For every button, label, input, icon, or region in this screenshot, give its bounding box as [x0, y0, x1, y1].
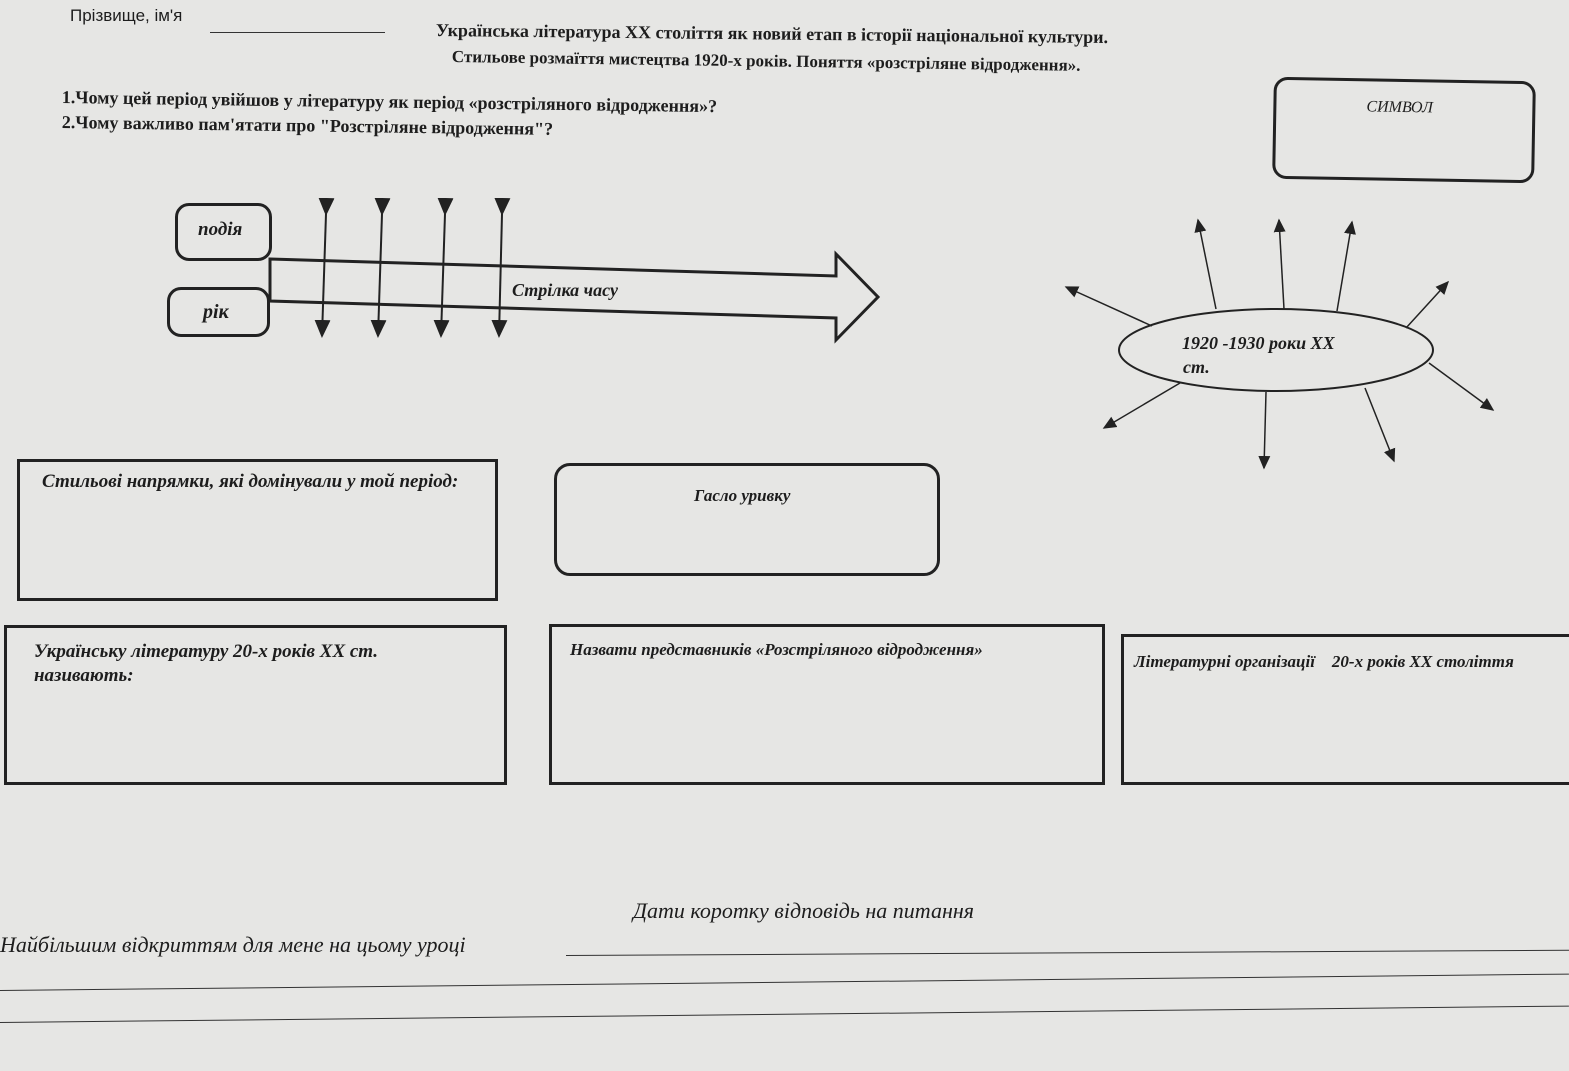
slogan-box: Гасло уривку [554, 463, 940, 576]
cluster-arrow-9 [1064, 286, 1153, 327]
cluster-center-line2: ст. [1183, 357, 1210, 377]
event-box: подія [175, 203, 272, 261]
name-label: Прізвище, ім'я [70, 6, 183, 25]
cluster-arrow-1 [1194, 218, 1217, 310]
called-label: Українську літературу 20-х років XX ст. … [34, 641, 379, 686]
organizations-label: Літературні організації 20-х років XX ст… [1134, 652, 1514, 671]
timeline-tick-2 [370, 197, 391, 338]
timeline-tick-3 [433, 197, 454, 338]
cluster-arrow-3 [1336, 220, 1356, 312]
styles-box: Стильові напрямки, які домінували у той … [17, 459, 498, 601]
cluster-ellipse [1118, 308, 1434, 392]
organizations-box: Літературні організації 20-х років XX ст… [1121, 634, 1569, 785]
timeline-tick-1 [314, 197, 335, 338]
styles-label: Стильові напрямки, які домінували у той … [42, 471, 459, 492]
name-underline [210, 32, 385, 33]
cluster-arrow-2 [1273, 218, 1286, 310]
cluster-arrow-6 [1364, 387, 1396, 463]
year-label: рік [203, 301, 229, 323]
cluster-center-line1: 1920 -1930 роки XX [1182, 333, 1335, 353]
time-arrow [268, 250, 881, 344]
cluster-arrow-4 [1405, 280, 1450, 329]
cluster-arrow-5 [1428, 362, 1495, 411]
footer-prompt: Найбільшим відкриттям для мене на цьому … [0, 932, 466, 957]
year-box: рік [167, 287, 270, 337]
time-arrow-label: Стрілка часу [512, 280, 618, 300]
timeline-tick-4 [491, 197, 511, 338]
footer-instruction: Дати коротку відповідь на питання [633, 898, 974, 923]
slogan-label: Гасло уривку [694, 486, 791, 505]
representatives-label: Назвати представників «Розстріляного від… [570, 640, 983, 659]
called-box: Українську літературу 20-х років XX ст. … [4, 625, 507, 785]
representatives-box: Назвати представників «Розстріляного від… [549, 624, 1105, 785]
event-label: подія [198, 219, 243, 240]
cluster-arrow-7 [1258, 391, 1271, 470]
cluster-arrow-8 [1102, 382, 1181, 429]
